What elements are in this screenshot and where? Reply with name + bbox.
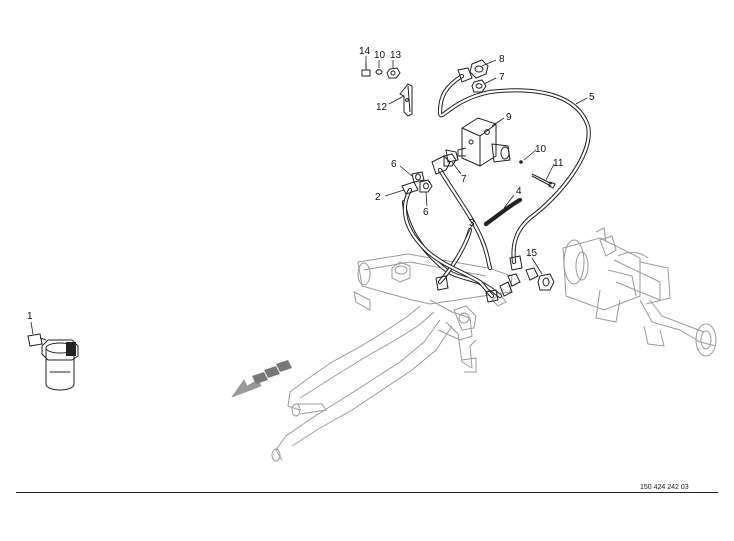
callout-15: 15 [526, 248, 538, 259]
part-12-bracket [399, 83, 413, 117]
callout-5: 5 [589, 92, 595, 103]
callout-6-lower: 6 [423, 207, 429, 218]
callout-7-top: 7 [499, 72, 505, 83]
callout-2: 2 [375, 192, 381, 203]
part-8-adapter [469, 59, 489, 79]
part-10-ball [519, 160, 523, 164]
document-number: 150 424 242 03 [640, 484, 689, 491]
part-7-nut-top [471, 79, 487, 93]
part-13-nut [386, 67, 401, 79]
callout-11: 11 [553, 158, 564, 169]
part-6-fitting-upper [411, 171, 425, 183]
part-6-fitting-lower [401, 179, 433, 195]
part-1-filter [27, 333, 79, 391]
leader-lines [30, 56, 588, 335]
callout-3: 3 [469, 218, 475, 229]
callout-7-lower: 7 [461, 174, 467, 185]
callout-4: 4 [516, 186, 522, 197]
callout-9: 9 [506, 112, 512, 123]
callout-8: 8 [499, 54, 505, 65]
hose-4 [437, 167, 523, 271]
frame-rails-ghost [271, 253, 513, 462]
callout-10-right: 10 [535, 144, 547, 155]
part-14-bolt [361, 62, 371, 77]
part-10-washer [375, 69, 383, 75]
hose-2 [402, 187, 499, 303]
callout-14: 14 [359, 46, 371, 57]
bottom-rule [16, 492, 718, 493]
part-11-pin [531, 173, 556, 189]
hose-5 [437, 67, 591, 271]
callout-12: 12 [376, 102, 388, 113]
callout-1: 1 [27, 311, 33, 322]
travel-direction-arrow [231, 360, 292, 398]
part-15-fitting [499, 267, 555, 297]
part-7-nut-lower [443, 153, 457, 167]
part-9-valve-block [457, 117, 511, 167]
callout-labels: 1 2 3 4 5 6 6 7 7 8 9 10 10 11 12 13 14 … [27, 46, 595, 322]
front-axle-ghost [562, 227, 717, 357]
callout-13: 13 [390, 50, 402, 61]
callout-6-upper: 6 [391, 159, 397, 170]
callout-10-top: 10 [374, 50, 386, 61]
